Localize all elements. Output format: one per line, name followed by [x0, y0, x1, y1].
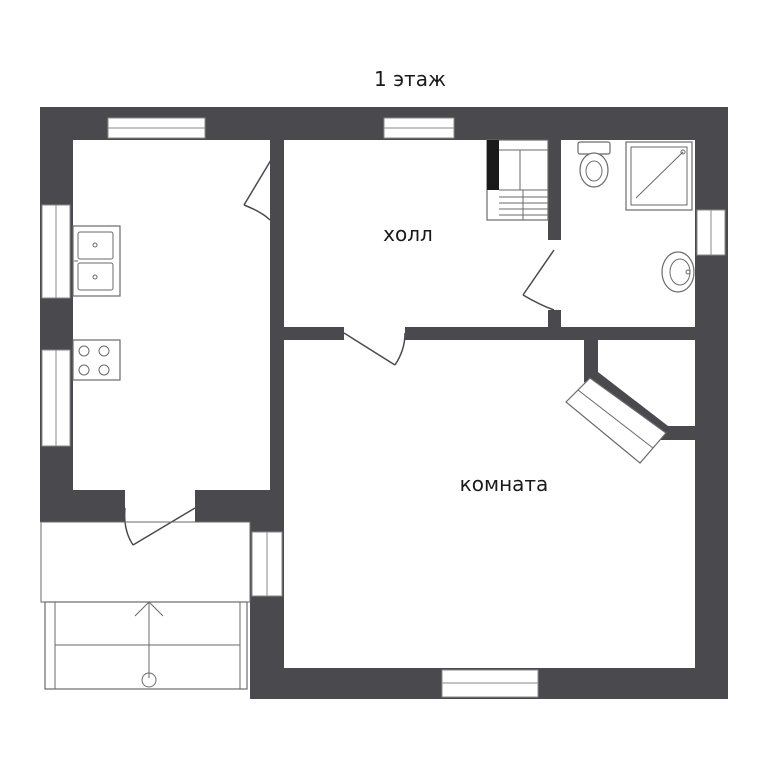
staircase-icon: [486, 139, 549, 221]
wall-hall-bath-upper: [548, 140, 561, 240]
wall-hall-room-left: [284, 327, 344, 340]
wall-kitchen-hall: [270, 140, 284, 490]
door-bathroom: [522, 249, 555, 311]
sink-icon: [72, 225, 121, 297]
toilet-icon: [577, 141, 611, 188]
wall-kitchen-bottom-right: [195, 490, 284, 522]
doors: [123, 154, 555, 546]
window-top-left: [107, 117, 206, 139]
wall-hall-room-right: [405, 327, 695, 340]
door-hall-room: [343, 332, 406, 366]
washbasin-icon: [661, 251, 695, 293]
entry-steps: [44, 601, 248, 690]
room-label-room: комната: [460, 472, 549, 496]
wardrobe-icon: [565, 377, 667, 464]
door-kitchen-entry: [123, 507, 196, 546]
windows: [41, 117, 726, 698]
window-left-lower: [41, 349, 71, 447]
window-room-left: [251, 531, 283, 597]
window-right-bath: [696, 209, 726, 256]
wall-right: [695, 107, 728, 699]
wall-left: [40, 107, 73, 522]
floor-title: 1 этаж: [374, 67, 446, 91]
wall-kitchen-bottom-left: [40, 490, 125, 522]
window-top-middle: [383, 117, 455, 139]
stove-icon: [72, 339, 121, 381]
room-label-hall: холл: [383, 222, 433, 246]
window-left-upper: [41, 204, 71, 299]
door-kitchen-hall: [243, 154, 275, 221]
entry-porch: [40, 521, 251, 603]
window-bottom: [441, 669, 539, 698]
wall-hall-bath-lower: [548, 310, 561, 330]
shower-icon: [625, 141, 693, 211]
